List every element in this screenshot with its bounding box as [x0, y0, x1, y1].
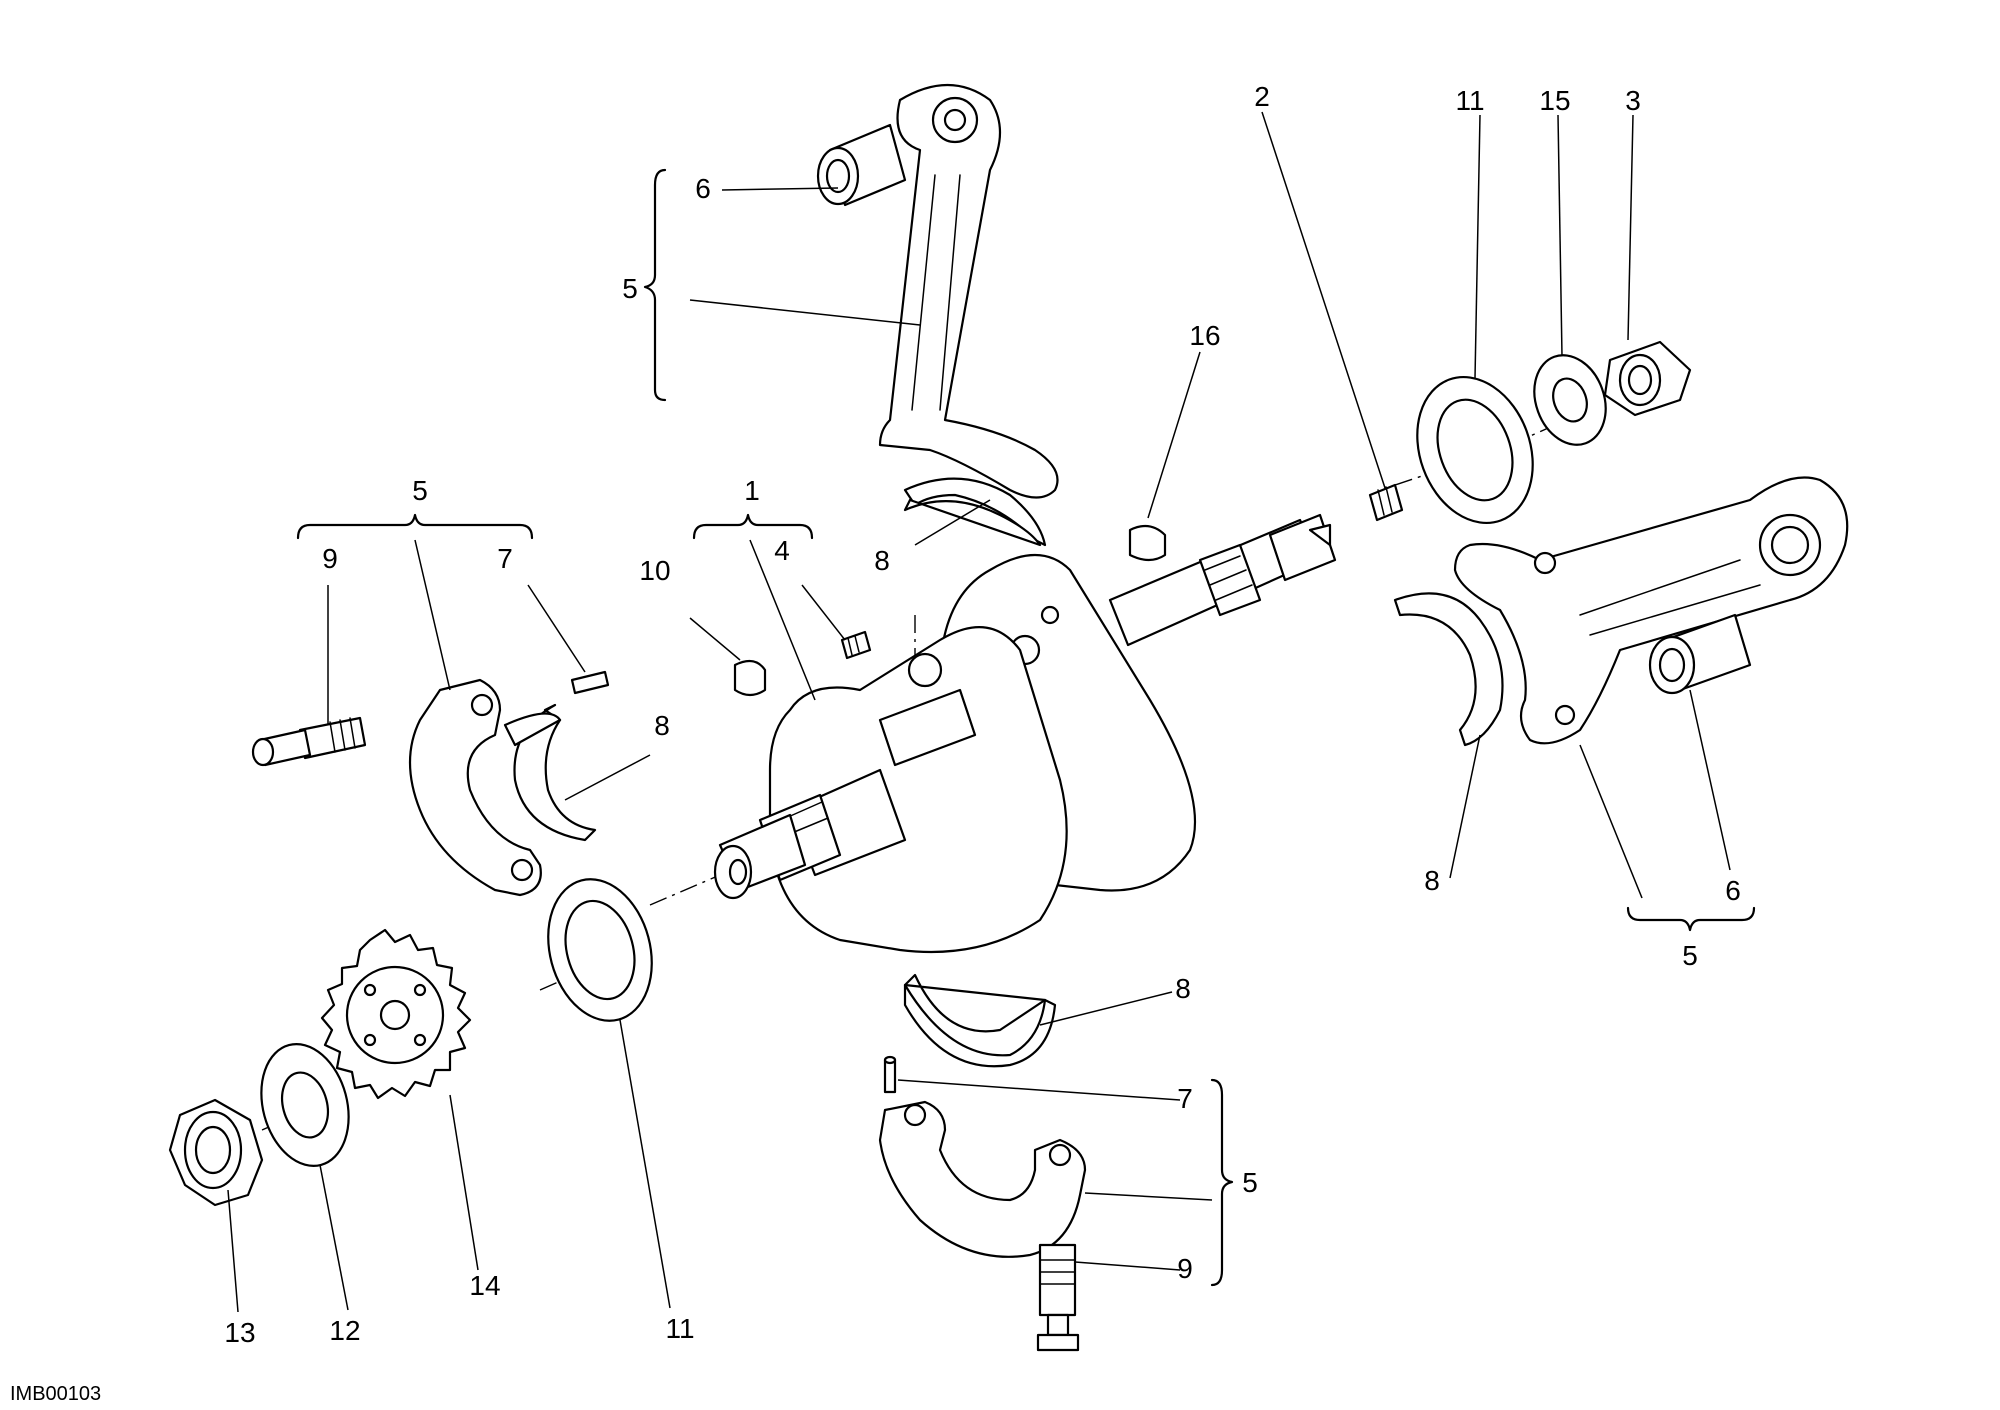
- bracket-right: [1626, 906, 1756, 932]
- callout-16: 16: [1189, 320, 1220, 351]
- leader-lines: [227, 111, 1731, 1313]
- connecting-rod-top: [816, 84, 1059, 499]
- callout-8-right: 8: [1424, 865, 1440, 896]
- bracket-left: [296, 513, 534, 540]
- belleville-washer-right: [1533, 354, 1607, 446]
- timing-gear: [320, 928, 472, 1100]
- callout-1: 1: [744, 475, 760, 506]
- bearing-shell-bottom: [903, 973, 1057, 1068]
- nut-right: [1603, 340, 1692, 417]
- callout-3: 3: [1625, 85, 1641, 116]
- callout-6-top: 6: [695, 173, 711, 204]
- callout-8-left: 8: [654, 710, 670, 741]
- callout-13: 13: [224, 1317, 255, 1348]
- key-16: [1128, 524, 1167, 562]
- callout-12: 12: [329, 1315, 360, 1346]
- callout-5-bottom: 5: [1242, 1167, 1258, 1198]
- crankshaft: [713, 513, 1337, 954]
- callout-11-top: 11: [1455, 85, 1484, 116]
- bracket-top-left: [643, 168, 667, 402]
- dowel-pin-left: [570, 670, 610, 695]
- plug-2: [1368, 483, 1404, 522]
- callout-labels: 1 2 3 4 5 5 5 5 6 6 7 7 8 8 8 8 9 9 10 1…: [224, 81, 1740, 1348]
- plug-4: [840, 630, 872, 660]
- nut-left: [168, 1098, 264, 1207]
- callout-8-bottom: 8: [1175, 973, 1191, 1004]
- thrust-washer-right: [1416, 375, 1534, 525]
- rod-cap-bottom: [878, 1100, 1087, 1258]
- callout-7-left: 7: [497, 543, 513, 574]
- bolt-bottom: [1036, 1243, 1080, 1352]
- callout-4: 4: [774, 535, 790, 566]
- callout-2: 2: [1254, 81, 1270, 112]
- bearing-shell-right: [1393, 592, 1504, 747]
- callout-7-bottom: 7: [1177, 1083, 1193, 1114]
- bearing-shell-top: [903, 477, 1047, 547]
- dowel-pin-bottom: [883, 1055, 897, 1094]
- bolt-left: [251, 716, 367, 767]
- callout-15: 15: [1539, 85, 1570, 116]
- rod-cap-left: [408, 678, 542, 897]
- callout-11-bottom: 11: [665, 1313, 694, 1344]
- key-10: [733, 659, 767, 697]
- callout-5-left: 5: [412, 475, 428, 506]
- callout-10: 10: [639, 555, 670, 586]
- callout-5-right: 5: [1682, 940, 1698, 971]
- callout-8-top: 8: [874, 545, 890, 576]
- callout-6-right: 6: [1725, 875, 1741, 906]
- connecting-rod-right: [1453, 476, 1849, 745]
- bracket-crankshaft: [692, 513, 814, 540]
- belleville-washer-left: [260, 1043, 350, 1167]
- drawing-code: IMB00103: [10, 1383, 101, 1405]
- callout-9-bottom: 9: [1177, 1253, 1193, 1284]
- bracket-bottom-right: [1210, 1078, 1234, 1287]
- callout-14: 14: [469, 1270, 500, 1301]
- callout-9-left: 9: [322, 543, 338, 574]
- bearing-shell-left: [503, 703, 597, 842]
- callout-5-top: 5: [622, 273, 638, 304]
- thrust-washer-left: [547, 878, 653, 1022]
